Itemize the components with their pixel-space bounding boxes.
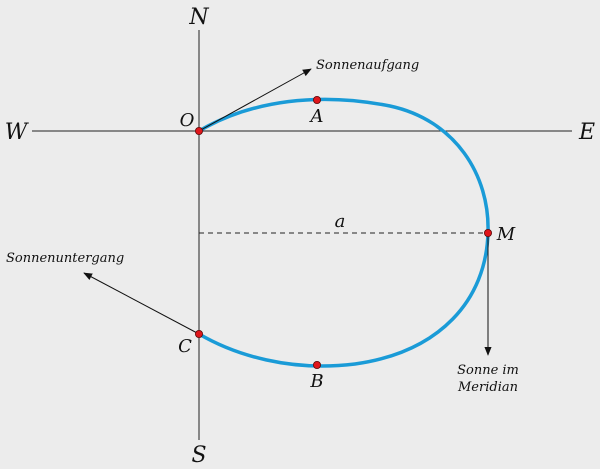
distance-label: a: [335, 211, 346, 232]
east-label: E: [578, 120, 595, 145]
meridian-annotation-line2: Meridian: [457, 380, 518, 395]
point-m-label: M: [496, 224, 516, 245]
sunrise-arrow: [198, 68, 312, 132]
point-b-label: B: [309, 371, 323, 392]
point-b-marker: [312, 360, 321, 369]
sunset-arrow: [83, 272, 200, 335]
meridian-annotation-line1: Sonne im: [457, 363, 519, 378]
point-m-marker: [483, 228, 492, 237]
point-o-marker: [194, 127, 203, 136]
sunrise-annotation: Sonnenaufgang: [316, 58, 419, 73]
point-c-marker: [194, 329, 203, 338]
west-label: W: [5, 120, 30, 145]
point-o-label: O: [180, 110, 195, 131]
south-label: S: [191, 443, 206, 468]
point-a-label: A: [309, 106, 324, 127]
point-c-label: C: [178, 336, 192, 357]
north-label: N: [188, 5, 209, 30]
point-a-marker: [312, 96, 321, 105]
sunset-annotation: Sonnenuntergang: [6, 251, 124, 266]
